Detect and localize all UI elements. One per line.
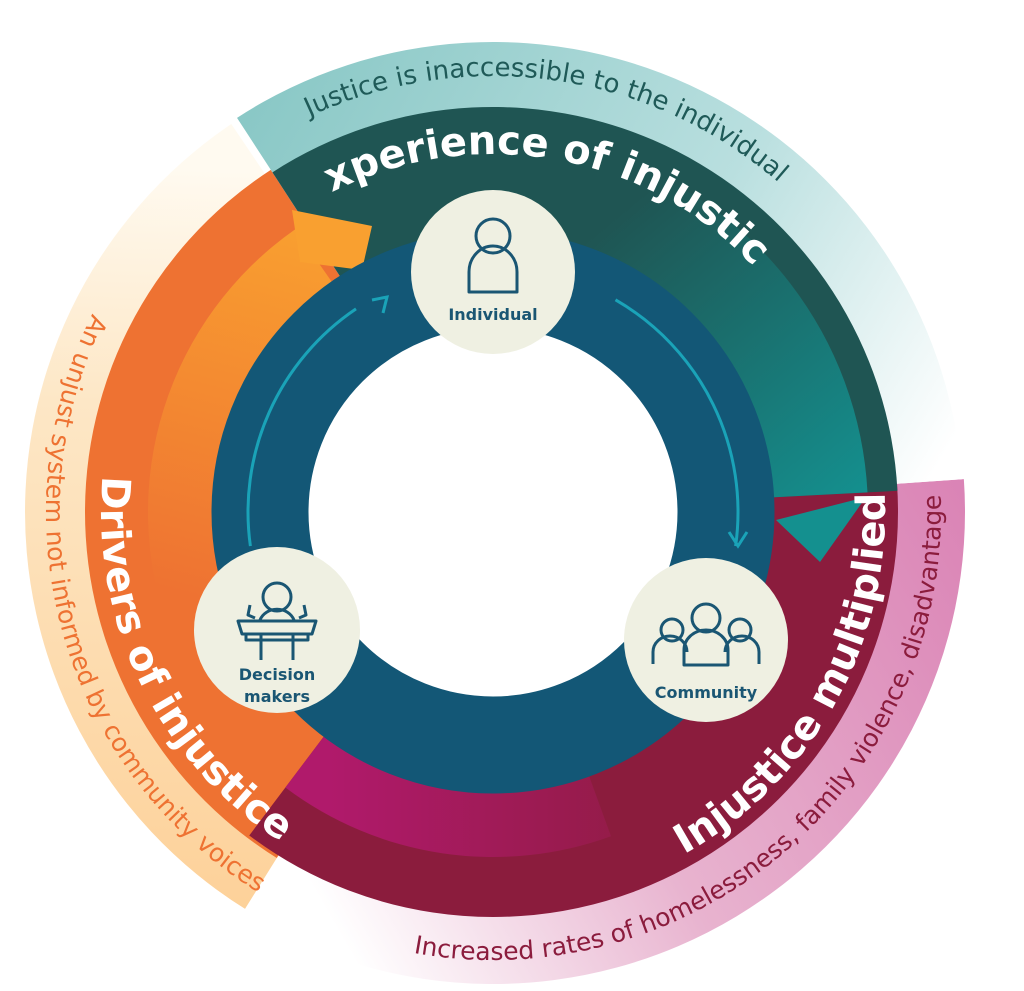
drivers-arrow-tip <box>292 210 372 270</box>
arrow-right-icon <box>614 298 740 547</box>
experience-outer-band <box>237 42 962 485</box>
node-decision-makers: Decision makers <box>194 547 360 713</box>
person-icon <box>467 217 519 294</box>
drivers-band <box>84 169 375 879</box>
experience-inner-gradient <box>576 155 868 498</box>
node-label-makers: makers <box>244 687 310 706</box>
node-label-decision: Decision <box>239 665 316 684</box>
speaker-podium-icon <box>236 581 318 660</box>
cycle-arrows <box>246 295 749 549</box>
experience-arrow-tip <box>776 497 866 562</box>
arrow-left-icon <box>246 307 357 547</box>
node-community: Community <box>624 558 788 722</box>
node-label-individual: Individual <box>448 305 537 324</box>
arrowhead-left-icon <box>371 295 390 314</box>
group-icon <box>651 602 761 667</box>
node-label-community: Community <box>655 683 758 702</box>
arrowhead-right-icon <box>727 531 749 549</box>
multiplied-outer-band <box>242 479 965 984</box>
drivers-outer-band <box>25 124 331 940</box>
node-individual: Individual <box>411 190 575 354</box>
